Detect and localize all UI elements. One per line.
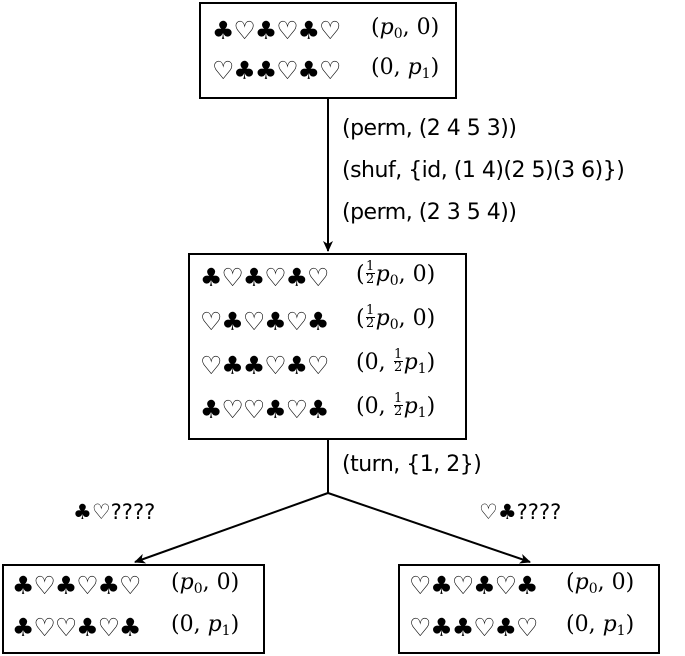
op-shuf: (shuf, {id, (1 4)(2 5)(3 6)})	[342, 158, 625, 183]
right-leaf-row-2: ♡♣♣♡♣♡ (0, p1)	[400, 611, 658, 645]
probability-pair: (p0, 0)	[171, 570, 240, 597]
left-leaf-row-1: ♣♡♣♡♣♡ (p0, 0)	[4, 569, 263, 603]
card-sequence: ♣♡♣♡♣♡	[12, 571, 141, 600]
probability-pair: (0, p1)	[371, 55, 440, 82]
probability-pair: (p0, 0)	[371, 15, 440, 42]
right-leaf-node: ♡♣♡♣♡♣ (p0, 0) ♡♣♣♡♣♡ (0, p1)	[398, 564, 660, 654]
card-sequence: ♡♣♣♡♣♡	[212, 56, 341, 85]
op-turn: (turn, {1, 2})	[342, 452, 482, 477]
branch-label-left: ♣♡????	[73, 500, 156, 524]
op-perm-1: (perm, (2 4 5 3))	[342, 116, 517, 141]
op-perm-2: (perm, (2 3 5 4))	[342, 200, 517, 225]
card-sequence: ♣♡♡♣♡♣	[12, 613, 141, 642]
branch-label-right: ♡♣????	[479, 500, 562, 524]
probability-pair: (p0, 0)	[566, 570, 635, 597]
left-leaf-node: ♣♡♣♡♣♡ (p0, 0) ♣♡♡♣♡♣ (0, p1)	[2, 564, 265, 654]
card-sequence: ♡♣♣♡♣♡	[409, 613, 538, 642]
card-sequence: ♣♡♣♡♣♡	[200, 263, 329, 292]
probability-pair: (0, p1)	[566, 612, 635, 639]
probability-pair: (0, p1)	[171, 612, 240, 639]
root-node: ♣♡♣♡♣♡ (p0, 0) ♡♣♣♡♣♡ (0, p1)	[199, 2, 457, 99]
card-sequence: ♡♣♡♣♡♣	[200, 307, 329, 336]
edge-split-to-right-leaf	[327, 492, 531, 564]
root-row-2: ♡♣♣♡♣♡ (0, p1)	[201, 54, 455, 88]
card-sequence: ♡♣♡♣♡♣	[409, 571, 538, 600]
card-sequence: ♣♡♡♣♡♣	[200, 395, 329, 424]
edge-split-to-left-leaf	[134, 492, 329, 564]
card-sequence: ♣♡♣♡♣♡	[212, 16, 341, 45]
left-leaf-row-2: ♣♡♡♣♡♣ (0, p1)	[4, 611, 263, 645]
right-leaf-row-1: ♡♣♡♣♡♣ (p0, 0)	[400, 569, 658, 603]
card-sequence: ♡♣♣♡♣♡	[200, 351, 329, 380]
root-row-1: ♣♡♣♡♣♡ (p0, 0)	[201, 14, 455, 48]
